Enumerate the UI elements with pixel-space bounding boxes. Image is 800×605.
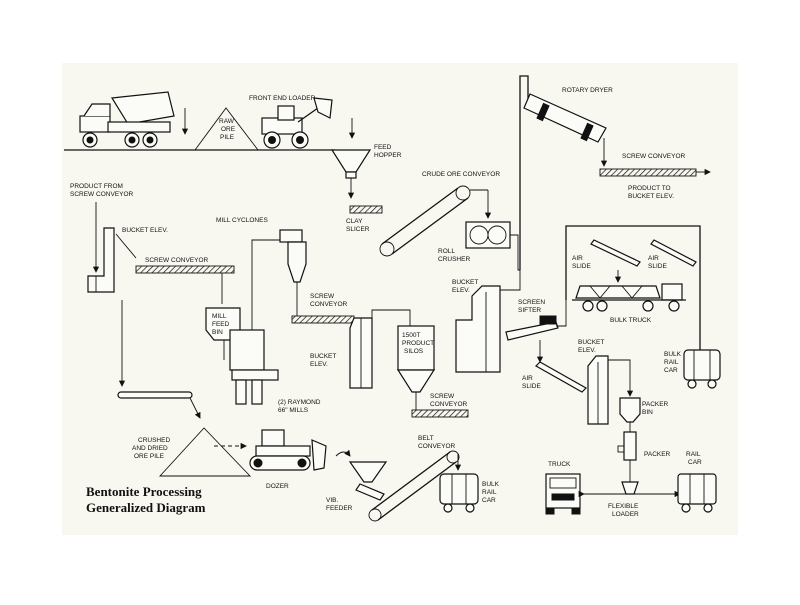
bucket-elevator-center-icon (349, 317, 373, 389)
diagram-title-line2: Generalized Diagram (86, 500, 206, 515)
clay-slicer-label: CLAY SLICER (346, 218, 370, 233)
rotary-dryer-label: ROTARY DRYER (562, 87, 613, 94)
bulk-rail-car-bottom-icon (439, 473, 479, 513)
dryer-feed-line (519, 75, 529, 270)
dump-truck-icon (79, 91, 175, 148)
dozer-icon (249, 429, 327, 471)
air-slide-b (650, 239, 697, 267)
screw-conveyor-top (599, 168, 697, 177)
packer-bin-icon (619, 397, 641, 432)
truck-label: TRUCK (548, 461, 571, 468)
front-end-loader-label: FRONT END LOADER (249, 95, 316, 102)
feed-hopper-label: FEED HOPPER (374, 144, 402, 159)
dozer-label: DOZER (266, 483, 289, 490)
crushed-ore-pile-shape (158, 427, 252, 477)
mill-cyclone-icon (279, 229, 307, 316)
product-silos-label: 1500T PRODUCT SILOS (402, 332, 436, 355)
screen-sifter-label: SCREEN SIFTER (518, 299, 547, 314)
air-slide-a (590, 239, 641, 267)
elev-mid-to-main-line (500, 270, 521, 291)
air-slide-a-label: AIR SLIDE (572, 255, 591, 270)
roll-crusher-icon (465, 221, 511, 249)
product-silos-icon (396, 325, 436, 410)
belt-conveyor-label: BELT CONVEYOR (418, 435, 456, 450)
bulk-rail-car-right-icon (683, 349, 721, 389)
bucket-elev-left-label: BUCKET ELEV. (122, 227, 168, 234)
roll-crusher-label: ROLL CRUSHER (438, 248, 470, 263)
bucket-elev-center-label: BUCKET ELEV. (310, 353, 338, 368)
raw-ore-pile-shape (194, 107, 259, 151)
product-from-screw-conveyor-label: PRODUCT FROM SCREW CONVEYOR (70, 183, 134, 198)
screw-conveyor-low-label: SCREW CONVEYOR (430, 393, 468, 408)
rotary-dryer-icon (523, 93, 607, 143)
clay-slicer-screw (349, 205, 383, 214)
packer-label: PACKER (644, 451, 671, 458)
bucket-elevator-mid-icon (455, 285, 501, 373)
elev-to-silos-line (371, 309, 411, 326)
bucket-elevator-left-icon (87, 227, 115, 293)
packer-icon (617, 431, 637, 482)
screw-conveyor-left-label: SCREW CONVEYOR (145, 257, 209, 264)
bulk-truck-icon (572, 283, 686, 312)
stacker-belt-icon (117, 391, 201, 419)
crude-ore-conveyor-belt (379, 185, 471, 257)
diagram-title-line1: Bentonite Processing (86, 484, 202, 499)
crude-ore-conveyor-label: CRUDE ORE CONVEYOR (422, 171, 500, 178)
screw-conveyor-mid (291, 315, 355, 324)
screw-conveyor-low (411, 409, 469, 418)
mill-cyclones-label: MILL CYCLONES (216, 217, 268, 224)
vib-feeder-label: VIB. FEEDER (326, 497, 353, 512)
bucket-elev-right-label: BUCKET ELEV. (578, 339, 606, 354)
crushed-dried-ore-pile-label: CRUSHED AND DRIED ORE PILE (132, 437, 172, 460)
truck-icon (545, 473, 581, 515)
feed-hopper-icon (330, 149, 372, 179)
mill-to-cyclone-line (251, 239, 280, 255)
rail-car-icon (677, 473, 717, 513)
air-slide-c-label: AIR SLIDE (522, 375, 541, 390)
bulk-rail-car-bottom-label: BULK RAIL CAR (482, 481, 501, 504)
raymond-mills-label: (2) RAYMOND 66" MILLS (278, 399, 322, 414)
flexible-loader-spout (621, 481, 639, 495)
product-to-bucket-elev-label: PRODUCT TO BUCKET ELEV. (628, 185, 674, 200)
screw-conveyor-top-label: SCREW CONVEYOR (622, 153, 686, 160)
belt-conveyor-icon (368, 450, 460, 522)
front-end-loader-icon (261, 97, 333, 149)
bucket-elev-to-screw (115, 233, 137, 259)
screw-conveyor-left (135, 265, 235, 274)
elev-to-packer-bin-arrow (608, 359, 634, 397)
air-slide-header-line (565, 225, 701, 350)
bucket-elevator-right-icon (587, 355, 609, 425)
packer-bin-label: PACKER BIN (642, 401, 670, 416)
rail-car-label: RAIL CAR (686, 451, 702, 466)
screw-conveyor-mid-label: SCREW CONVEYOR (310, 293, 348, 308)
vib-feeder-icon (348, 461, 388, 501)
dozer-to-feeder-arrow (335, 449, 351, 457)
bucket-elev-mid-label: BUCKET ELEV. (452, 279, 480, 294)
screen-sifter-icon (505, 315, 559, 341)
crusher-to-elev-line (510, 234, 520, 271)
flexible-loader-label: FLEXIBLE LOADER (608, 503, 640, 518)
raw-ore-pile-label: RAW ORE PILE (219, 118, 237, 141)
sifter-up-line (556, 300, 567, 327)
air-slide-b-label: AIR SLIDE (648, 255, 667, 270)
raymond-mills-icon (229, 255, 279, 405)
bulk-rail-car-right-label: BULK RAIL CAR (664, 351, 683, 374)
air-slide-c (535, 361, 587, 393)
paper-background (62, 63, 738, 535)
bulk-truck-label: BULK TRUCK (610, 317, 652, 324)
mill-feed-bin-label: MILL FEED BIN (212, 313, 231, 336)
